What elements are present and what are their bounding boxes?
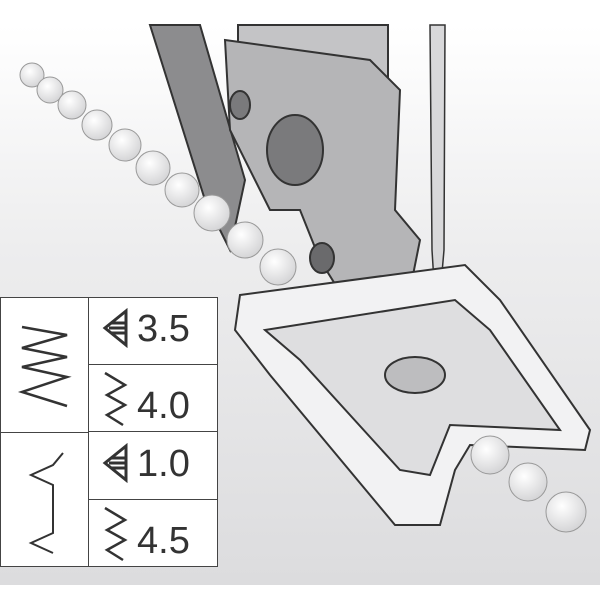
zigzag-stitch-icon (17, 325, 72, 408)
bead-stitch-cell (1, 433, 89, 566)
stitch-length-icon (102, 443, 128, 483)
stitch-length-icon (102, 308, 128, 348)
setting-cell: 1.0 (89, 433, 218, 500)
stitch-length-value: 3.5 (137, 308, 190, 350)
foot (233, 263, 592, 526)
setting-cell: 4.0 (89, 365, 218, 432)
stitch-width-icon (104, 371, 128, 427)
bead-string (19, 62, 587, 533)
stitch-length-value: 1.0 (137, 443, 190, 485)
zigzag-stitch-cell (1, 298, 89, 433)
stitch-width-value: 4.0 (137, 385, 190, 427)
stitch-width-icon (104, 506, 128, 562)
setting-cell: 4.5 (89, 500, 218, 567)
stitch-width-value: 4.5 (137, 520, 190, 562)
bead-stitch-icon (28, 452, 64, 554)
stitch-settings-table: 3.5 4.0 1.0 4.5 (0, 297, 218, 567)
setting-cell: 3.5 (89, 298, 218, 365)
